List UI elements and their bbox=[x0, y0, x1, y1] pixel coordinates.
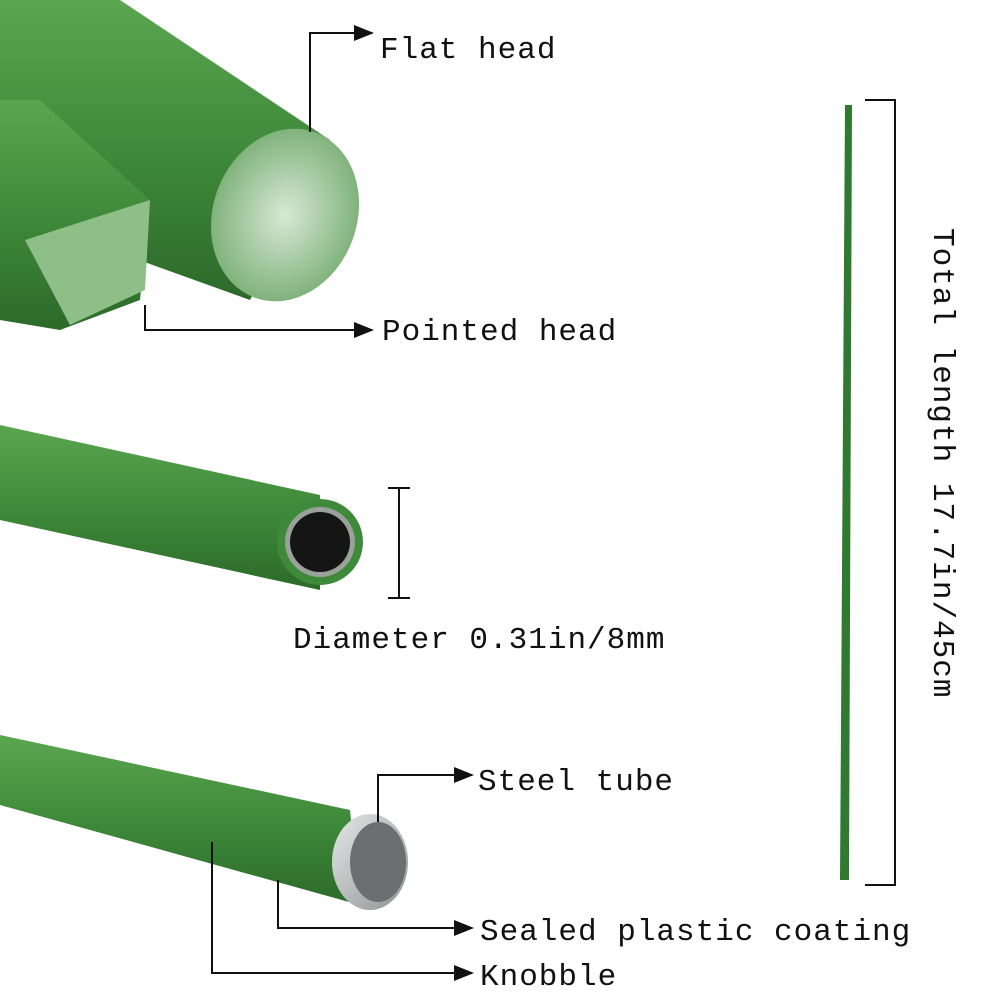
pointed-head-leader bbox=[144, 305, 374, 338]
steel-tube-label: Steel tube bbox=[478, 765, 674, 800]
pointed-head-cone bbox=[25, 200, 150, 325]
length-bracket bbox=[865, 99, 896, 886]
steel-tube-leader bbox=[377, 767, 474, 822]
tube-rod bbox=[0, 425, 363, 590]
steel-tube-rod bbox=[0, 735, 408, 910]
flat-head-leader bbox=[309, 25, 374, 132]
tube-opening bbox=[290, 512, 350, 572]
full-stake bbox=[840, 105, 852, 880]
pointed-head-rod bbox=[0, 100, 150, 330]
diameter-bracket bbox=[388, 487, 410, 599]
sealed-coating-leader bbox=[277, 880, 474, 936]
diameter-label: Diameter 0.31in/8mm bbox=[293, 623, 665, 658]
total-length-label: Total length 17.7in/45cm bbox=[924, 228, 959, 698]
pointed-head-label: Pointed head bbox=[382, 315, 617, 350]
flat-head-label: Flat head bbox=[380, 33, 556, 68]
sealed-coating-label: Sealed plastic coating bbox=[480, 915, 911, 950]
flat-head-face bbox=[210, 128, 360, 302]
knobble-label: Knobble bbox=[480, 960, 617, 995]
knobble-leader bbox=[211, 842, 474, 981]
